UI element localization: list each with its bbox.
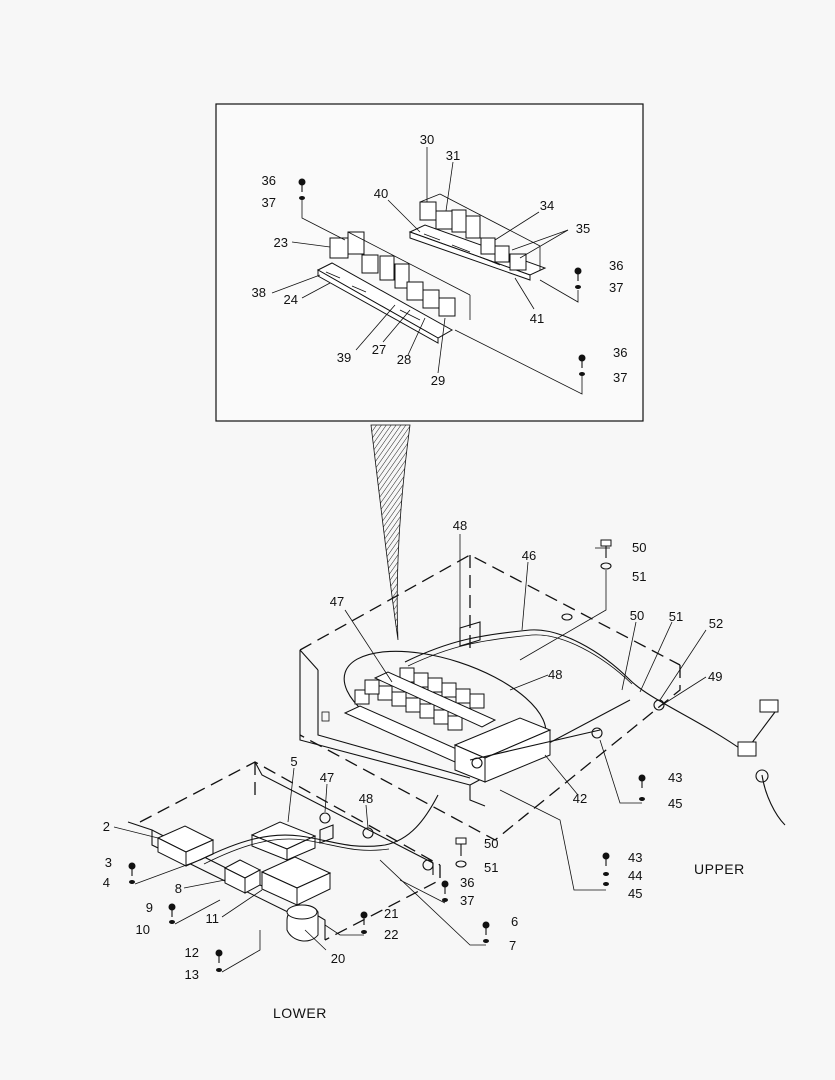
callout-9: 9 xyxy=(146,900,153,915)
washer-51-top xyxy=(600,562,612,570)
bolt-43-lower xyxy=(602,852,610,886)
callout-37: 37 xyxy=(613,370,627,385)
bolt-6 xyxy=(482,921,490,943)
zoom-connector xyxy=(370,424,411,641)
callout-36: 36 xyxy=(262,173,276,188)
callout-45: 45 xyxy=(668,796,682,811)
callout-39: 39 xyxy=(337,350,351,365)
callout-21: 21 xyxy=(384,906,398,921)
callout-24: 24 xyxy=(284,292,298,307)
callout-29: 29 xyxy=(431,373,445,388)
bolt-43 xyxy=(638,774,646,801)
callout-13: 13 xyxy=(185,967,199,982)
callout-31: 31 xyxy=(446,148,460,163)
bolt-36-inset-c xyxy=(578,354,586,376)
callout-11: 11 xyxy=(206,911,220,926)
detail-inset: 30 31 36 37 40 34 35 23 36 37 38 24 41 3… xyxy=(215,103,644,422)
callout-50: 50 xyxy=(484,836,498,851)
inset-leaders xyxy=(271,147,583,395)
callout-4: 4 xyxy=(103,875,110,890)
bolt-12 xyxy=(215,949,223,972)
callout-51: 51 xyxy=(669,609,683,624)
bolt-3 xyxy=(128,862,136,884)
callout-7: 7 xyxy=(509,938,516,953)
relay-box-2 xyxy=(156,825,215,867)
callout-37: 37 xyxy=(609,280,623,295)
callout-41: 41 xyxy=(530,311,544,326)
callout-10: 10 xyxy=(136,922,150,937)
component-5 xyxy=(250,821,317,861)
callout-5: 5 xyxy=(290,754,297,769)
callout-38: 38 xyxy=(252,285,266,300)
callout-34: 34 xyxy=(540,198,554,213)
relay-8 xyxy=(223,859,262,894)
washer-51-mid xyxy=(455,860,467,868)
callout-36: 36 xyxy=(609,258,623,273)
callout-22: 22 xyxy=(384,927,398,942)
callout-48: 48 xyxy=(453,518,467,533)
callout-47: 47 xyxy=(330,594,344,609)
upper-relay-block xyxy=(408,193,547,281)
callout-27: 27 xyxy=(372,342,386,357)
bolt-50-top xyxy=(600,539,612,558)
callout-50: 50 xyxy=(632,540,646,555)
bolt-21 xyxy=(360,911,368,934)
callout-42: 42 xyxy=(573,791,587,806)
callout-45: 45 xyxy=(628,886,642,901)
callout-43: 43 xyxy=(668,770,682,785)
callout-48: 48 xyxy=(548,667,562,682)
callout-43: 43 xyxy=(628,850,642,865)
bolt-36-lower xyxy=(441,880,449,902)
callout-37: 37 xyxy=(460,893,474,908)
callout-51: 51 xyxy=(484,860,498,875)
callout-6: 6 xyxy=(511,914,518,929)
relay-box-11 xyxy=(260,856,332,906)
callout-52: 52 xyxy=(709,616,723,631)
callout-30: 30 xyxy=(420,132,434,147)
callout-35: 35 xyxy=(576,221,590,236)
callout-46: 46 xyxy=(522,548,536,563)
callout-36: 36 xyxy=(460,875,474,890)
bolt-36-inset-a xyxy=(298,178,306,200)
callout-48: 48 xyxy=(359,791,373,806)
callout-37: 37 xyxy=(262,195,276,210)
callout-2: 2 xyxy=(103,819,110,834)
lower-assembly xyxy=(113,761,490,973)
callout-28: 28 xyxy=(397,352,411,367)
callout-3: 3 xyxy=(105,855,112,870)
callout-40: 40 xyxy=(374,186,388,201)
horn-20 xyxy=(286,904,319,942)
bolt-50-mid xyxy=(455,837,467,856)
callout-49: 49 xyxy=(708,669,722,684)
callout-44: 44 xyxy=(628,868,642,883)
callout-50: 50 xyxy=(630,608,644,623)
bolt-9 xyxy=(168,903,176,924)
callout-47: 47 xyxy=(320,770,334,785)
callout-36: 36 xyxy=(613,345,627,360)
callout-23: 23 xyxy=(274,235,288,250)
bolt-36-inset-b xyxy=(574,267,582,289)
callout-12: 12 xyxy=(185,945,199,960)
lower-caption: LOWER xyxy=(273,1005,327,1021)
callout-8: 8 xyxy=(175,881,182,896)
upper-caption: UPPER xyxy=(694,861,745,877)
callout-20: 20 xyxy=(331,951,345,966)
upper-assembly xyxy=(299,534,786,891)
lower-relay-block xyxy=(316,231,471,344)
callout-51: 51 xyxy=(632,569,646,584)
